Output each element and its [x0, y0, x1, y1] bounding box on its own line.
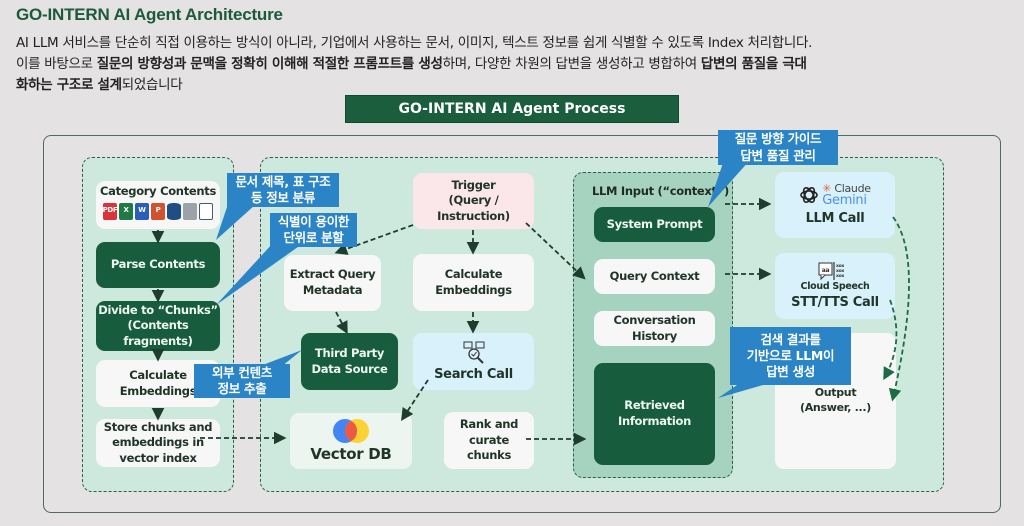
text-line: vector index: [119, 450, 197, 465]
claude-label: Claude: [834, 181, 871, 195]
llm-call-box: ✳ Claude Gemini LLM Call: [775, 172, 895, 238]
desc-text: 되었습니다: [121, 77, 183, 93]
process-banner: GO-INTERN AI Agent Process: [345, 95, 679, 123]
text-line: chunks: [466, 448, 512, 463]
category-contents-label: Category Contents: [99, 184, 217, 198]
stt-tts-call-label: STT/TTS Call: [791, 294, 879, 310]
text-line: 정보 추출: [217, 381, 267, 396]
text-line: Information: [617, 414, 691, 428]
category-contents-box: Category Contents PDF X W P: [96, 181, 220, 229]
text-line: Retrieved: [624, 398, 685, 413]
description-line-3: 화하는 구조로 설계되었습니다: [16, 73, 183, 93]
speech-icon: aa xox xox xox: [818, 261, 845, 281]
claude-icon: ✳: [822, 181, 832, 195]
retrieved-information-box: Retrieved Information: [594, 363, 715, 465]
description-line-2: 이를 바탕으로 질문의 방향성과 문맥을 정확히 이해해 적절한 프롬프트를 생…: [16, 52, 807, 72]
svg-text:xox: xox: [836, 274, 844, 279]
parse-contents-box: Parse Contents: [96, 242, 220, 288]
search-analytics-icon: [463, 341, 484, 364]
file-icons: PDF X W P: [103, 202, 213, 220]
llm-input-title: LLM Input (“context”): [592, 184, 729, 198]
document-icon: [199, 202, 213, 220]
divide-chunks-box: Divide to “Chunks” (Contents fragments): [96, 301, 220, 351]
svg-text:aa: aa: [822, 267, 830, 274]
database-icon: [167, 202, 181, 220]
text-line: Calculate: [444, 266, 503, 281]
text-line: Calculate: [129, 367, 187, 382]
excel-icon: X: [119, 202, 133, 220]
desc-text: 이를 바탕으로: [16, 56, 97, 72]
vector-db-box: Vector DB: [290, 413, 412, 469]
store-chunks-box: Store chunks and embeddings in vector in…: [96, 419, 220, 467]
text-line: Output: [814, 386, 857, 400]
third-party-box: Third Party Data Source: [301, 333, 398, 390]
stt-tts-call-box: aa xox xox xox Cloud Speech STT/TTS Call: [775, 253, 895, 319]
text-line: Embeddings: [119, 383, 197, 398]
llm-call-label: LLM Call: [805, 210, 865, 226]
desc-text: 하며, 다양한 차원의 답변을 생성하고 병합하여: [442, 56, 701, 72]
text-line: Trigger: [451, 177, 496, 192]
text-line: Rank and: [459, 417, 519, 432]
text-line: 등 정보 분류: [250, 190, 316, 205]
desc-bold: 답변의 품질을 극대: [700, 56, 807, 72]
text-line: fragments): [123, 333, 193, 348]
powerpoint-icon: P: [151, 202, 165, 220]
cloud-speech-label: Cloud Speech: [800, 280, 870, 292]
text-line: (Query / Instruction): [437, 193, 510, 223]
claude-brand: ✳ Claude: [822, 181, 871, 195]
trigger-box: Trigger (Query / Instruction): [413, 173, 534, 229]
vector-db-logo-icon: [333, 418, 369, 443]
search-call-box: Search Call: [413, 333, 534, 390]
openai-icon: [800, 187, 819, 204]
text-line: Divide to “Chunks”: [98, 302, 218, 317]
llm-logos: ✳ Claude Gemini: [799, 181, 871, 209]
query-context-box: Query Context: [594, 259, 715, 294]
text-line: Embeddings: [435, 282, 512, 297]
svg-text:xox: xox: [836, 264, 844, 269]
vector-db-label: Vector DB: [310, 444, 392, 463]
text-line: Data Source: [311, 361, 388, 376]
description-line-1: AI LLM 서비스를 단순히 직접 이용하는 방식이 아니라, 기업에서 사용…: [16, 35, 813, 51]
word-icon: W: [135, 202, 149, 220]
text-line: 기반으로 LLM이: [746, 347, 835, 363]
text-line: 단위로 분할: [283, 230, 344, 245]
text-line: 외부 컨텐츠: [211, 364, 273, 380]
text-line: (Answer, ...): [799, 401, 872, 414]
text-line: Metadata: [302, 283, 363, 297]
image-icon: [183, 202, 197, 220]
text-line: 답변 품질 관리: [740, 147, 816, 163]
text-line: 답변 생성: [766, 364, 815, 380]
text-line: Store chunks and: [103, 419, 213, 434]
text-line: Extract Query: [289, 267, 376, 282]
diagram-frame: [43, 135, 1001, 513]
pdf-icon: PDF: [103, 202, 118, 220]
text-line: Third Party: [314, 345, 385, 360]
calculate-embeddings-box-query: Calculate Embeddings: [413, 254, 534, 311]
text-line: 질문 방향 가이드: [734, 131, 822, 147]
text-line: 문서 제목, 표 구조: [235, 173, 331, 189]
system-prompt-box: System Prompt: [594, 207, 715, 242]
text-line: embeddings in: [112, 435, 204, 450]
extract-metadata-box: Extract Query Metadata: [284, 255, 381, 311]
search-call-label: Search Call: [434, 366, 513, 382]
page-title: GO-INTERN AI Agent Architecture: [16, 5, 283, 24]
rank-curate-box: Rank and curate chunks: [444, 412, 534, 469]
text-line: 검색 결과를: [760, 331, 821, 347]
text-line: curate: [469, 432, 509, 447]
text-line: (Contents: [127, 318, 189, 333]
conversation-history-box: Conversation History: [594, 311, 715, 346]
svg-text:xox: xox: [836, 269, 844, 274]
desc-bold: 화하는 구조로 설계: [16, 77, 122, 93]
gemini-label: Gemini: [822, 193, 867, 209]
text-line: 식별이 용이한: [277, 213, 350, 229]
desc-bold: 질문의 방향성과 문맥을 정확히 이해해 적절한 프롬프트를 생성: [96, 56, 443, 72]
